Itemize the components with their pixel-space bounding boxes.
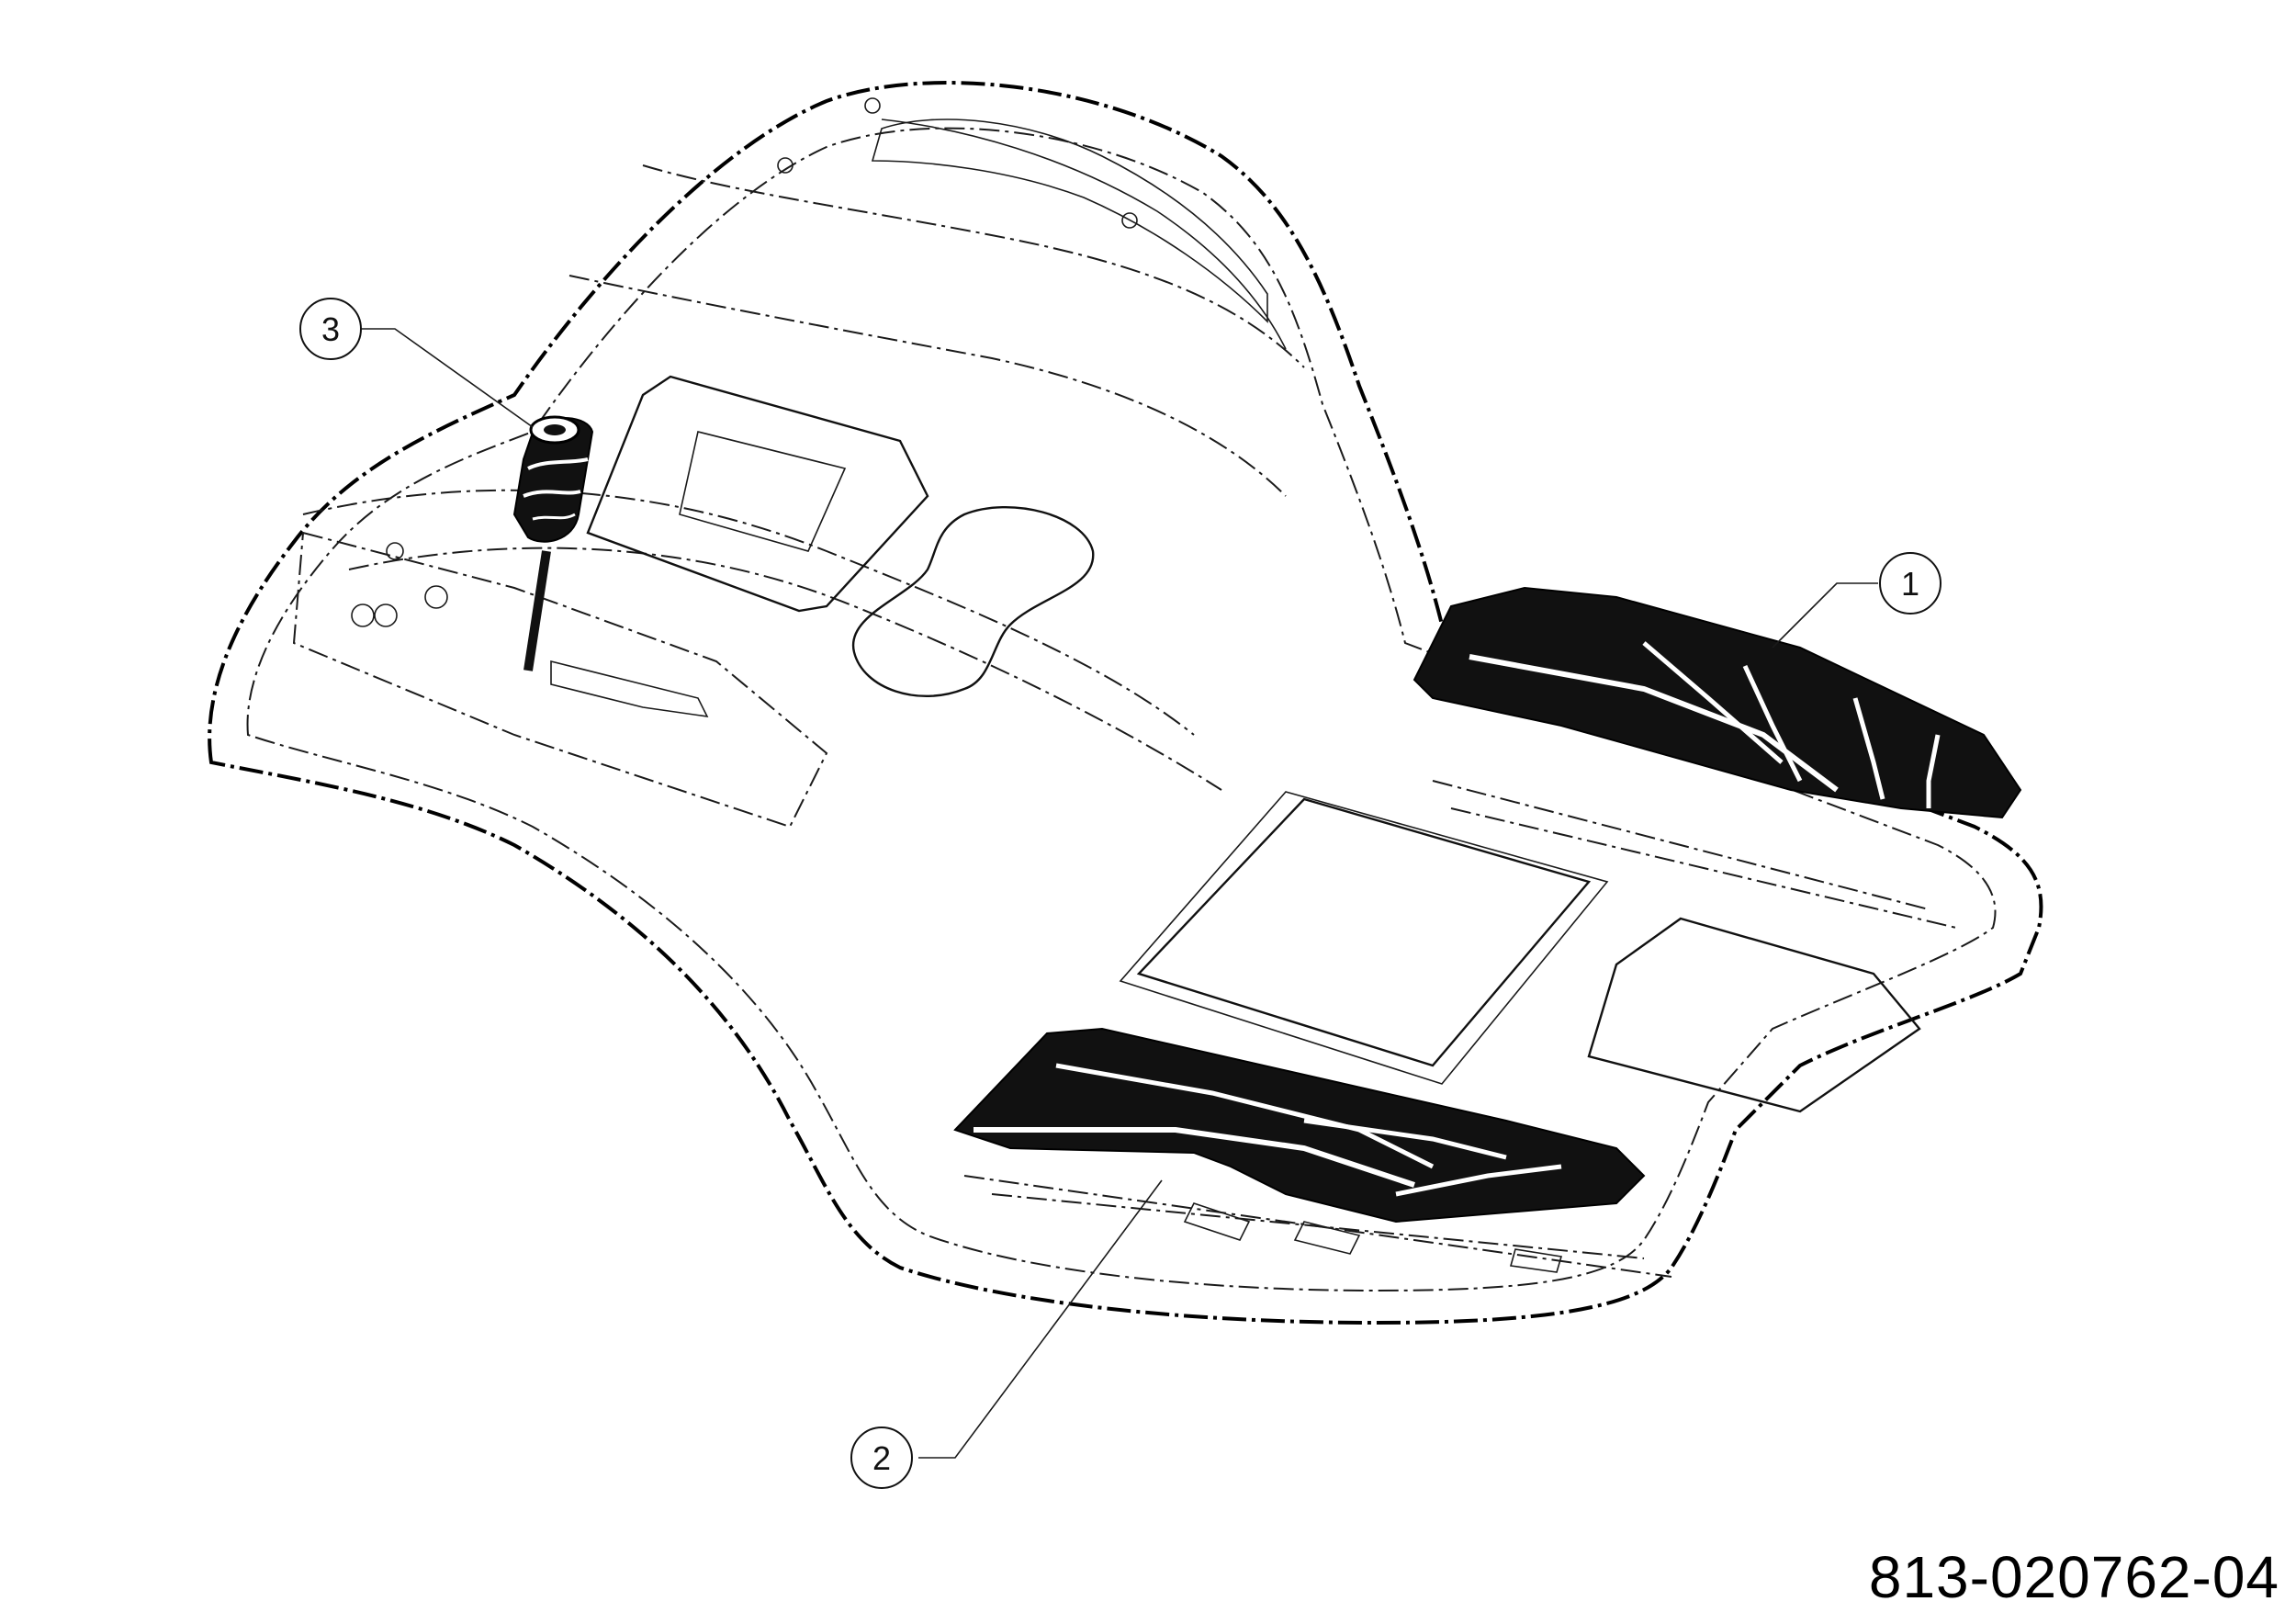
right-foot-mat: [1412, 586, 2022, 819]
callout-2: 2: [850, 1427, 913, 1489]
drawing-part-number: 813-020762-04: [1868, 1544, 2279, 1610]
callout-3-label: 3: [321, 310, 340, 348]
lever-knob: [512, 415, 594, 671]
callout-1: 1: [1879, 552, 1941, 615]
callout-2-label: 2: [872, 1439, 891, 1477]
callout-1-label: 1: [1901, 565, 1919, 603]
left-foot-mat: [953, 1027, 1646, 1224]
callout-3: 3: [299, 298, 362, 360]
fender-body: [208, 81, 2043, 1325]
callout-leaders: [354, 328, 1878, 1459]
